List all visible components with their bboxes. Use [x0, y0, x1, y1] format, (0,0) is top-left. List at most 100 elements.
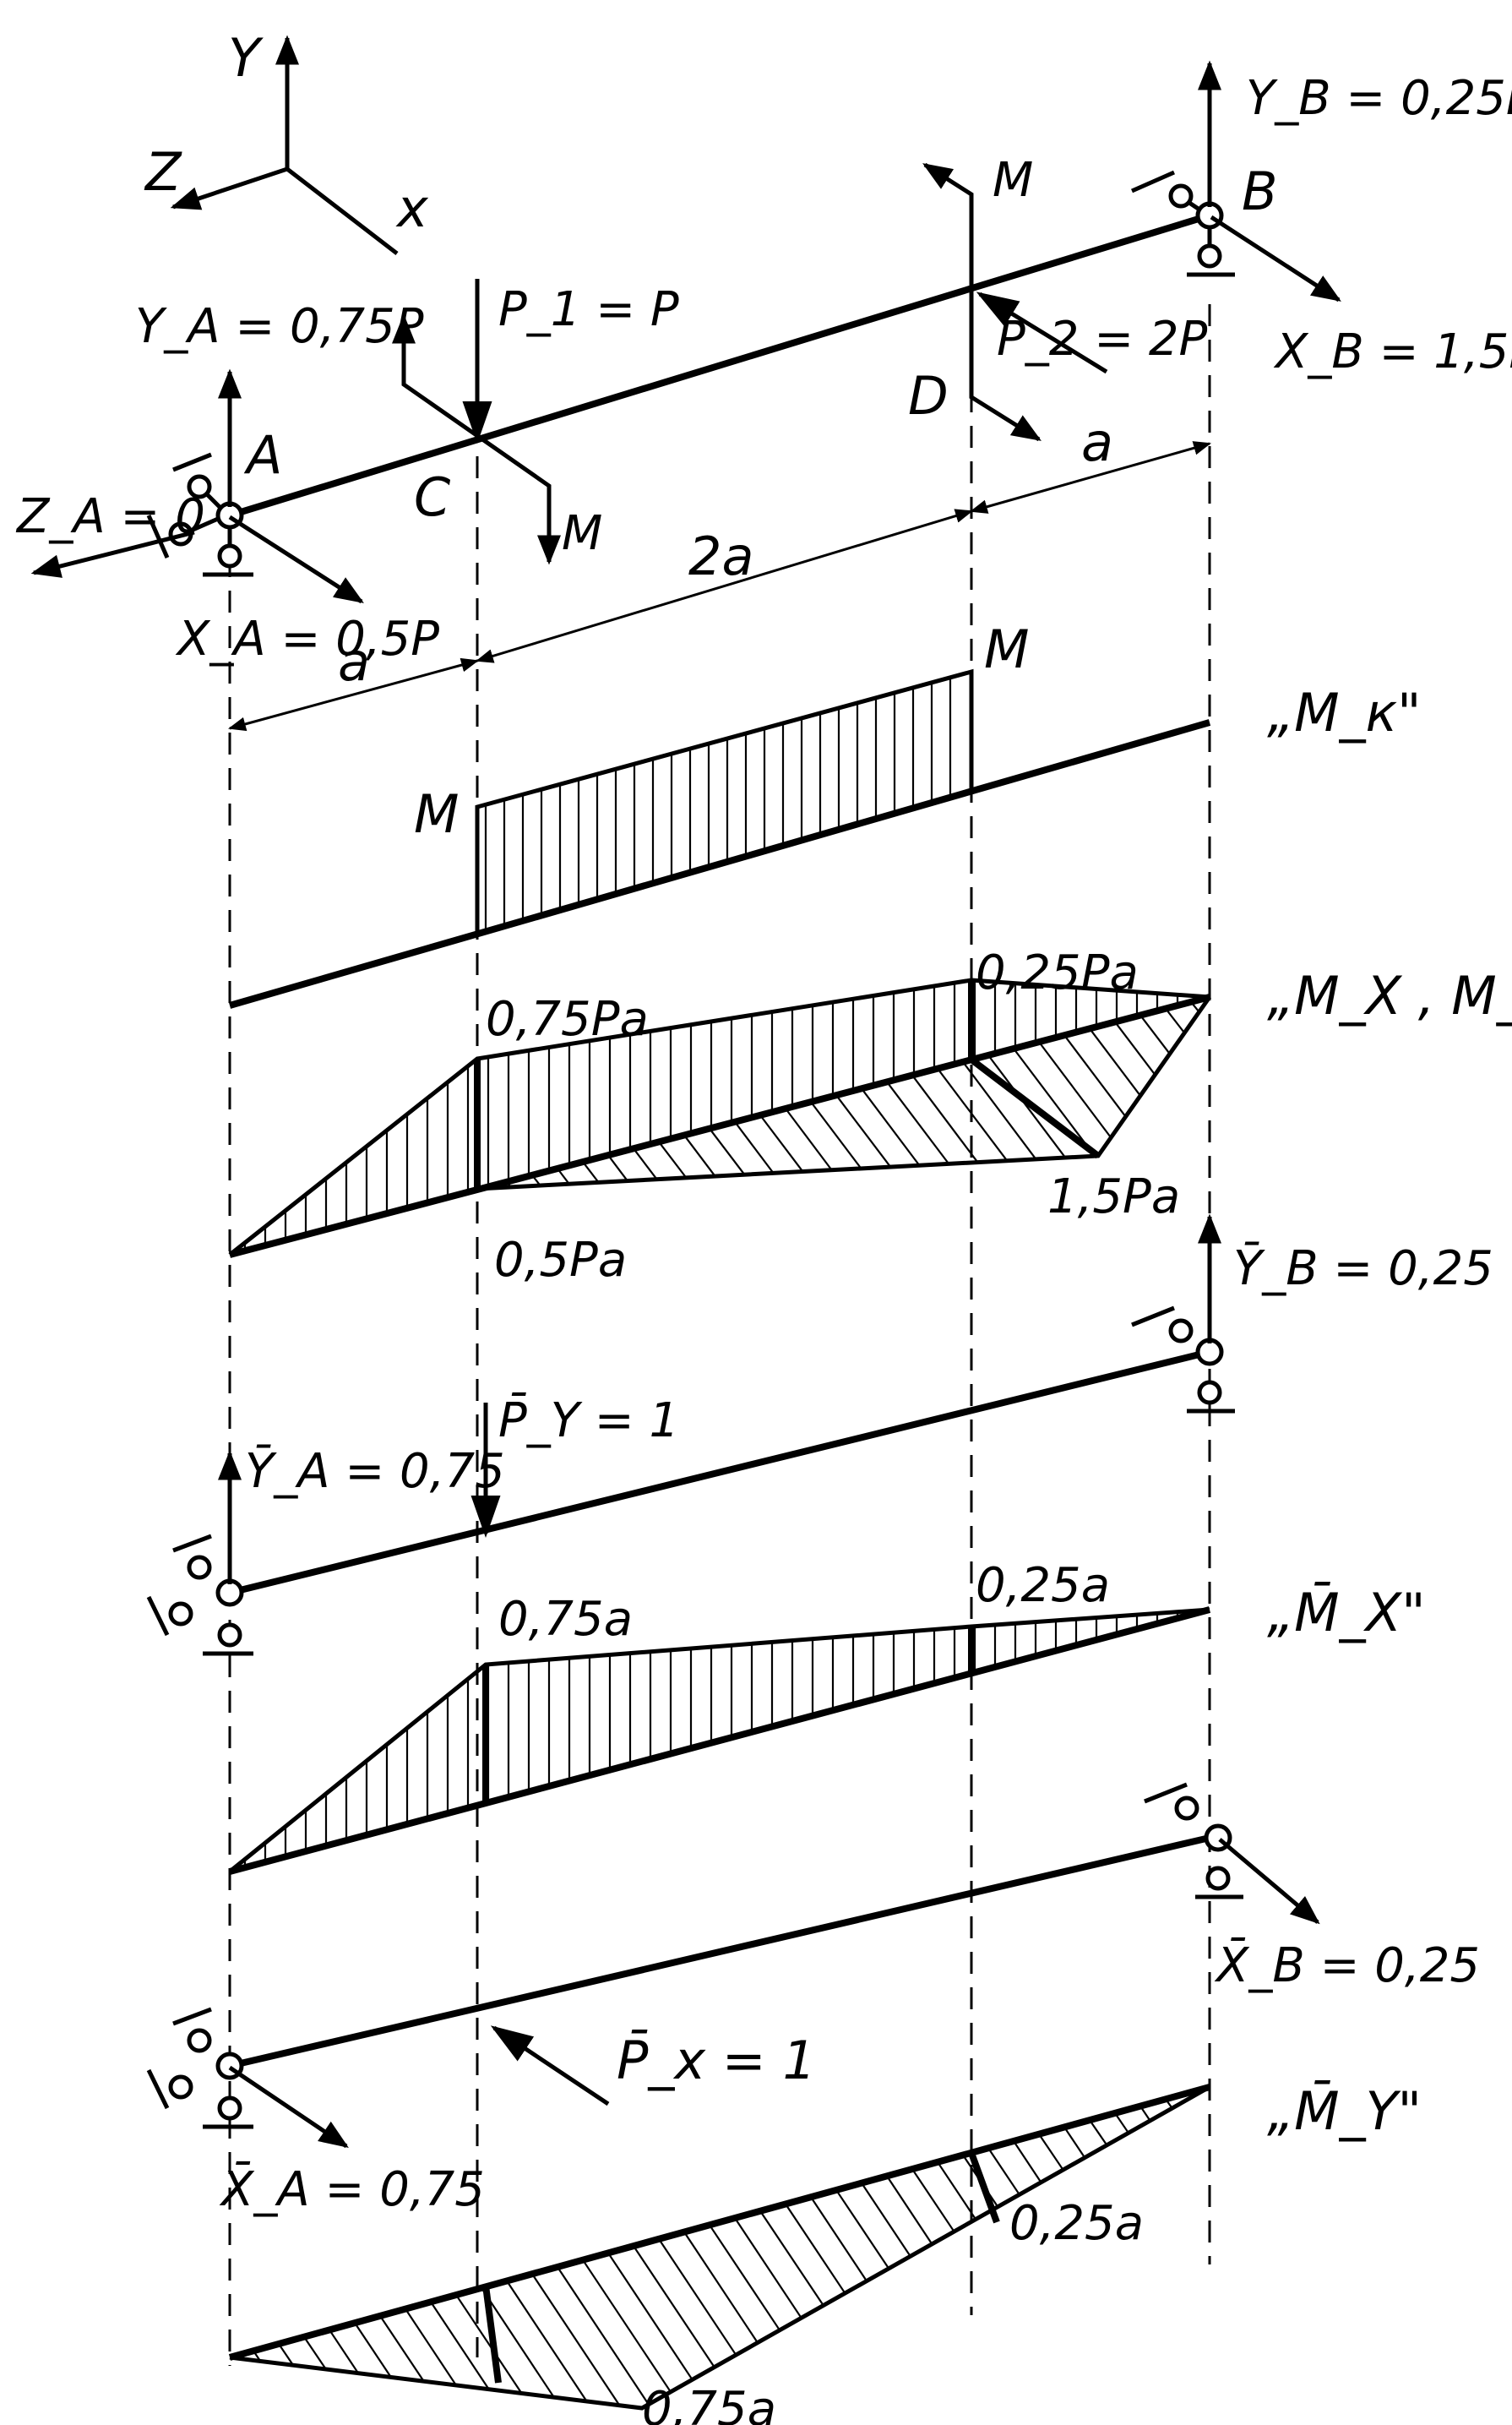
label-xb-bar: X̄_B = 0,25	[1214, 1938, 1480, 1993]
axis-y-label: Y	[228, 27, 264, 89]
mxbar-value-2: 0,25a	[976, 1558, 1110, 1613]
hatch-line	[506, 2280, 588, 2402]
mxmy-value-4: 1,5Pa	[1047, 1169, 1180, 1224]
hatch-line	[861, 2182, 911, 2257]
unit-x-support-b	[1144, 1782, 1243, 1899]
hatch-line	[911, 1074, 979, 1163]
hatch-line	[835, 1094, 892, 1168]
hatch-line	[607, 2252, 693, 2380]
mk-diagram: M M „M_к"	[228, 619, 1422, 1009]
label-d: D	[908, 365, 949, 427]
hatch-line	[861, 1087, 921, 1166]
axis-x-label: x	[395, 177, 429, 239]
label-dim-a-left: a	[338, 631, 370, 693]
hatch-line	[1013, 1048, 1096, 1157]
hatch-line	[759, 2210, 824, 2307]
hatch-line	[709, 2224, 780, 2331]
label-dim-2a: 2a	[688, 526, 753, 587]
hatch-line	[1114, 1021, 1156, 1076]
mybar-value-2: 0,75a	[642, 2382, 776, 2425]
label-px-bar: P̄_x = 1	[617, 2030, 816, 2091]
label-xa-bar: X̄_A = 0,75	[219, 2162, 485, 2217]
axis-z-label: Z	[144, 141, 182, 203]
hatch-line	[405, 2308, 457, 2386]
unit-y-support-b	[1131, 1305, 1235, 1414]
label-p1: P_1 = P	[498, 282, 679, 337]
unit-y-beam: Ȳ_A = 0,75 Ȳ_B = 0,25 P̄_Y = 1	[146, 1213, 1493, 1656]
hatch-line	[379, 2315, 425, 2382]
hatch-line	[987, 1054, 1067, 1158]
label-za: Z_A = 0	[15, 489, 205, 544]
hatch-line	[1038, 2133, 1064, 2171]
mxmy-value-2: 0,25Pa	[976, 945, 1139, 1000]
hatch-line	[785, 1108, 833, 1171]
hatch-line	[354, 2322, 392, 2379]
label-a: A	[243, 424, 282, 486]
mx-bar-diagram: 0,75a 0,25a „M̄_X"	[228, 1558, 1426, 1875]
hatch-line	[430, 2301, 490, 2390]
hatch-line	[582, 1161, 600, 1184]
hatch-line	[1013, 2140, 1042, 2183]
force-za	[30, 530, 195, 578]
dim-a-right	[969, 441, 1212, 514]
hatch-line	[937, 1068, 1009, 1162]
hatch-line	[1139, 1014, 1171, 1054]
label-yb: Y_B = 0,25P	[1246, 71, 1512, 126]
hatch-line	[734, 1121, 775, 1174]
force-xb	[1210, 215, 1341, 302]
hatch-line	[658, 2238, 737, 2356]
unit-y-support-a	[146, 1534, 253, 1656]
mybar-title: „M̄_Y"	[1267, 2080, 1422, 2142]
label-b: B	[1242, 161, 1278, 222]
hatch-line	[303, 2336, 327, 2370]
hatch-line	[582, 2259, 672, 2393]
hatch-line	[633, 1147, 658, 1180]
label-p2: P_2 = 2P	[997, 312, 1208, 367]
label-ya: Y_A = 0,75P	[135, 299, 424, 354]
hatch-line	[709, 1127, 746, 1175]
hatch-line	[1165, 1008, 1186, 1034]
label-dim-a-right: a	[1081, 411, 1113, 473]
hatch-line	[1063, 1034, 1127, 1118]
hatch-line	[1114, 2112, 1129, 2133]
hatch-line	[481, 2287, 555, 2398]
mxmy-value-3: 0,5Pa	[494, 1233, 627, 1288]
hatch-line	[278, 2343, 294, 2366]
label-m-d: M	[993, 153, 1033, 208]
unit-x-support-a	[146, 2007, 253, 2129]
couple-m-at-d	[922, 162, 1042, 442]
hatch-line	[962, 1061, 1037, 1160]
hatch-line	[1038, 1041, 1112, 1139]
mxmy-title: „M_X , M_Y"	[1267, 965, 1512, 1027]
label-xa: X_A = 0,5P	[175, 612, 439, 667]
hatch-line	[835, 2189, 890, 2270]
hatch-line	[683, 2231, 759, 2344]
mk-title: „M_к"	[1267, 682, 1422, 744]
hatch-line	[455, 2294, 523, 2395]
support-a	[146, 452, 253, 577]
hatch-line	[911, 2168, 955, 2232]
mxmy-diagram: 0,75Pa 0,25Pa 0,5Pa 1,5Pa „M_X , M_Y"	[228, 945, 1512, 1288]
label-yb-bar: Ȳ_B = 0,25	[1233, 1241, 1493, 1296]
mk-value-right: M	[984, 619, 1030, 680]
force-xb-bar	[1218, 1838, 1320, 1925]
label-ya-bar: Ȳ_A = 0,75	[245, 1444, 505, 1499]
mxbar-value-1: 0,75a	[498, 1592, 633, 1647]
label-m-c: M	[562, 506, 602, 561]
hatch-line	[557, 2266, 650, 2406]
dim-2a	[475, 509, 974, 663]
hatch-line	[810, 1101, 862, 1169]
hatch-line	[607, 1154, 628, 1182]
coordinate-axes: Y Z x	[144, 27, 429, 255]
hatch-line	[1089, 1027, 1141, 1097]
force-xa	[228, 515, 364, 604]
hatch-line	[987, 2147, 1020, 2195]
force-px-bar	[490, 2025, 610, 2106]
label-c: C	[414, 466, 451, 528]
hatch-line	[937, 2161, 977, 2221]
main-beam-group: A Y_A = 0,75P X_A = 0,5P Z_A = 0 C P_1 =…	[15, 60, 1512, 732]
label-py-bar: P̄_Y = 1	[498, 1393, 679, 1448]
mybar-value-1: 0,25a	[1009, 2196, 1144, 2251]
hatch-line	[1089, 2119, 1108, 2146]
dim-a-left	[227, 657, 480, 732]
